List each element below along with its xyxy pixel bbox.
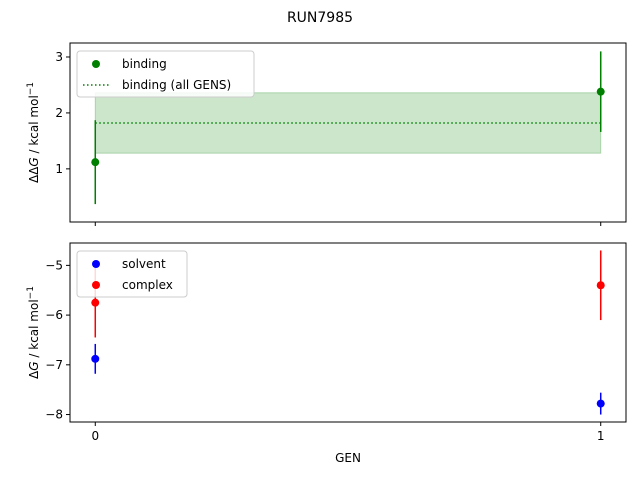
y-tick-label: −8 [45,408,63,422]
legend-box [76,50,255,98]
legend-label: solvent [122,257,166,271]
data-point [91,158,100,167]
data-point [596,399,605,408]
axes-frame [69,242,627,423]
y-label-prefix: Δ [27,370,41,379]
x-tick-label: 1 [597,429,605,443]
legend: solvent complex [76,250,188,298]
y-axis-label: ΔG / kcal mol−1 [26,286,41,379]
y-label-exponent: −1 [26,286,36,299]
legend-marker [92,60,100,68]
legend-label: complex [122,278,173,292]
x-axis-label: GEN [335,451,361,465]
x-tick-label: 0 [91,429,99,443]
y-tick-label: 3 [55,50,63,64]
legend-box [76,250,188,298]
legend: binding binding (all GENS) [76,50,255,98]
data-point [91,298,100,307]
y-label-units: / kcal mol [27,299,41,361]
y-label-symbol: G [27,361,41,370]
y-tick-label: −7 [45,358,63,372]
y-label-prefix: ΔΔ [27,166,41,183]
y-axis-label: ΔΔG / kcal mol−1 [26,82,41,183]
legend-marker [92,281,100,289]
data-point [596,87,605,96]
legend-label: binding [122,57,167,71]
legend-label: binding (all GENS) [122,78,231,92]
y-label-symbol: G [27,157,41,166]
y-tick-label: −6 [45,308,63,322]
figure-title: RUN7985 [287,10,353,26]
data-point [596,281,605,290]
legend-marker [92,260,100,268]
axes-frame [69,42,627,223]
y-tick-label: 2 [55,106,63,120]
y-tick-label: −5 [45,258,63,272]
y-label-exponent: −1 [26,82,36,95]
y-label-units: / kcal mol [27,95,41,157]
y-tick-label: 1 [55,162,63,176]
data-point [91,354,100,363]
